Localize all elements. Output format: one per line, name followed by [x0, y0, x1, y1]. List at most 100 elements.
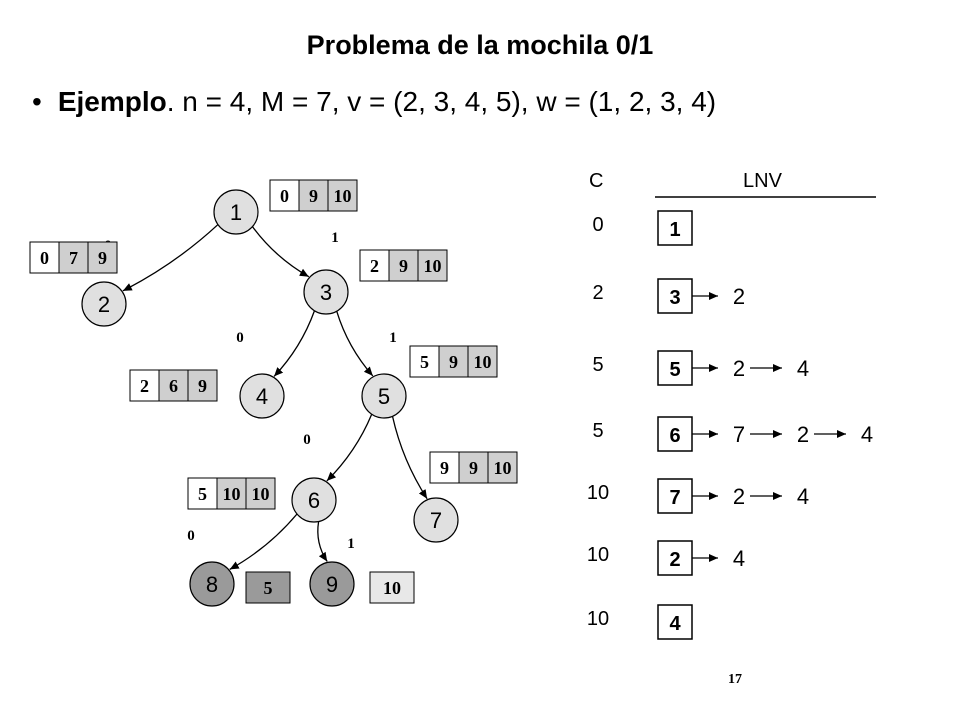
bound-cell-5-1 — [438, 345, 469, 378]
bound-value-4-2: 9 — [198, 376, 207, 396]
tree-node-1 — [213, 189, 259, 235]
edge-label-3-4: 0 — [236, 330, 244, 346]
tree-edges: 01010101 — [104, 224, 450, 570]
tree-node-label-6: 6 — [308, 488, 320, 513]
tree-node-label-2: 2 — [98, 292, 110, 317]
lnv-value-5-1: 4 — [733, 546, 745, 571]
bound-value-7-1: 9 — [469, 458, 478, 478]
bound-cell-6-2 — [245, 477, 276, 510]
lnv-value-4-0: 7 — [669, 487, 680, 509]
lnv-value-2-0: 5 — [669, 359, 680, 381]
edge-1-3 — [251, 226, 310, 278]
bound-value-1-2: 10 — [334, 186, 352, 206]
lnv-value-5-0: 2 — [669, 549, 680, 571]
lnv-value-2-2: 4 — [797, 356, 809, 381]
lnv-value-3-3: 4 — [861, 422, 873, 447]
tree-node-label-4: 4 — [256, 384, 268, 409]
edge-1-2 — [122, 224, 219, 292]
bound-cell-4-2 — [187, 369, 218, 402]
lnv-value-3-2: 2 — [797, 422, 809, 447]
bound-cell-3-2 — [417, 249, 448, 282]
tree-node-5 — [361, 373, 407, 419]
bound-value-3-2: 10 — [424, 256, 442, 276]
tree-node-9 — [309, 561, 355, 607]
edge-3-5 — [336, 311, 374, 377]
lnv-head-2 — [657, 350, 693, 386]
lnv-value-4-1: 2 — [733, 484, 745, 509]
bound-value-5-0: 5 — [420, 352, 429, 372]
bound-value-2-0: 0 — [40, 248, 49, 268]
page-number: 17 — [728, 672, 742, 687]
example-label: Ejemplo — [57, 86, 167, 117]
tree-nodes: 1 2 3 4 5 6 7 8 9 — [81, 189, 459, 607]
tree-node-label-7: 7 — [430, 508, 442, 533]
tree-node-8 — [189, 561, 235, 607]
bound-value-7-2: 10 — [494, 458, 512, 478]
bound-cell-4-1 — [158, 369, 189, 402]
bound-cell-7-0 — [429, 451, 460, 484]
lnv-value-1-1: 2 — [733, 284, 745, 309]
c-value-4: 10 — [586, 482, 610, 504]
example-params: . n = 4, M = 7, v = (2, 3, 4, 5), w = (1… — [166, 86, 717, 117]
tree-node-6 — [291, 477, 337, 523]
bound-cell-5-2 — [467, 345, 498, 378]
tree-node-7 — [413, 497, 459, 543]
bound-value-2-2: 9 — [98, 248, 107, 268]
lnv-value-3-0: 6 — [669, 425, 680, 447]
bound-value-3-0: 2 — [370, 256, 379, 276]
lnv-value-4-2: 4 — [797, 484, 809, 509]
edge-6-8 — [229, 513, 298, 570]
edge-label-5-6: 0 — [303, 432, 311, 448]
slide-title: Problema de la mochila 0/1 — [306, 30, 654, 60]
bound-cell-7-2 — [487, 451, 518, 484]
bound-cell-5-0 — [409, 345, 440, 378]
bound-cell-2-2 — [87, 241, 118, 274]
c-value-2: 5 — [592, 354, 604, 376]
bound-cell-3-1 — [388, 249, 419, 282]
bound-value-6-2: 10 — [252, 484, 270, 504]
bound-cell-1-2 — [327, 179, 358, 212]
tree-node-label-1: 1 — [230, 200, 242, 225]
lnv-head-6 — [657, 604, 693, 640]
bound-value-8-0: 5 — [264, 578, 273, 598]
edge-3-4 — [273, 310, 316, 377]
bound-value-6-0: 5 — [198, 484, 207, 504]
bound-cell-8-0 — [245, 571, 291, 604]
bound-value-4-1: 6 — [169, 376, 178, 396]
bound-value-9-0: 10 — [383, 578, 401, 598]
bound-value-5-1: 9 — [449, 352, 458, 372]
bound-value-1-1: 9 — [309, 186, 318, 206]
tree-node-2 — [81, 281, 127, 327]
tree-node-4 — [239, 373, 285, 419]
bound-value-1-0: 0 — [280, 186, 289, 206]
bound-value-7-0: 9 — [440, 458, 449, 478]
edge-5-7 — [391, 416, 428, 500]
tree-node-label-9: 9 — [326, 572, 338, 597]
bound-value-2-1: 7 — [69, 248, 78, 268]
bound-cell-2-1 — [58, 241, 89, 274]
bullet-dot: • — [32, 86, 42, 117]
edge-label-1-3: 1 — [331, 230, 339, 246]
example-bullet: • Ejemplo. n = 4, M = 7, v = (2, 3, 4, 5)… — [32, 86, 716, 118]
edge-label-6-8: 0 — [187, 528, 195, 544]
edge-label-3-5: 1 — [389, 330, 397, 346]
lnv-value-0-0: 1 — [669, 219, 680, 241]
bound-cell-9-0 — [369, 571, 415, 604]
lnv-head-5 — [657, 540, 693, 576]
bound-cell-4-0 — [129, 369, 160, 402]
edge-5-6 — [326, 414, 373, 482]
tree-node-label-8: 8 — [206, 572, 218, 597]
lnv-head-3 — [657, 416, 693, 452]
tree-node-label-5: 5 — [378, 384, 390, 409]
bound-value-3-1: 9 — [399, 256, 408, 276]
lnv-head-0 — [657, 210, 693, 246]
tree-node-label-3: 3 — [320, 280, 332, 305]
bound-cell-2-0 — [29, 241, 60, 274]
lnv-value-3-1: 7 — [733, 422, 745, 447]
edge-label-6-9: 1 — [347, 536, 355, 552]
c-value-3: 5 — [592, 420, 604, 442]
lnv-value-1-0: 3 — [669, 287, 680, 309]
lnv-value-2-1: 2 — [733, 356, 745, 381]
c-value-0: 0 — [592, 214, 604, 236]
